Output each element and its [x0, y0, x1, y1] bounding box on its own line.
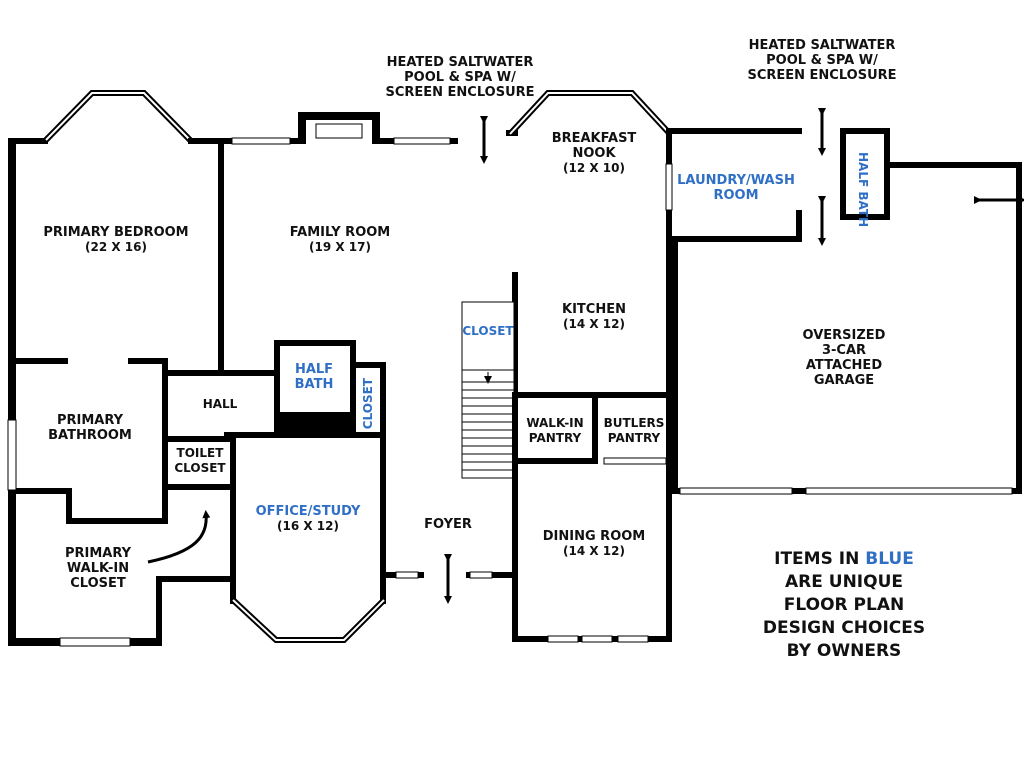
door-arrows — [444, 108, 1024, 604]
stair-treads — [462, 381, 514, 471]
half-bath-center-label: HALF BATH — [294, 362, 334, 392]
kitchen-label: KITCHEN (14 X 12) — [562, 302, 626, 331]
primary-bathroom-label: PRIMARY BATHROOM — [48, 413, 132, 443]
center-walls — [168, 340, 516, 643]
legend-line-2: ARE UNIQUE — [784, 572, 903, 592]
closet-center-label: CLOSET — [361, 378, 375, 430]
foyer-label: FOYER — [424, 517, 472, 532]
hall-label: HALL — [202, 397, 238, 411]
closet-stairs-label: CLOSET — [462, 324, 514, 338]
walk-in-pantry-label: WALK-IN PANTRY — [526, 416, 584, 445]
primary-suite-walls — [7, 90, 234, 647]
breakfast-nook-label: BREAKFAST NOOK (12 X 10) — [551, 131, 637, 175]
primary-walk-in-closet-label: PRIMARY WALK-IN CLOSET — [64, 546, 132, 591]
laundry-label: LAUNDRY/WASH ROOM — [677, 173, 795, 203]
laundry-walls — [665, 128, 1022, 495]
legend-line-1: ITEMS IN BLUE — [774, 549, 914, 569]
family-room-label: FAMILY ROOM (19 X 17) — [289, 225, 391, 254]
dining-room-label: DINING ROOM (14 X 12) — [542, 529, 646, 558]
family-room-walls — [220, 90, 673, 640]
butlers-pantry-label: BUTLERS PANTRY — [603, 416, 665, 445]
toilet-closet-label: TOILET CLOSET — [174, 446, 226, 475]
curved-arrow — [147, 510, 211, 564]
pantry-walls — [512, 392, 672, 643]
legend-line-4: DESIGN CHOICES — [762, 618, 926, 638]
office-label: OFFICE/STUDY (16 X 12) — [255, 504, 361, 533]
pool-label-left: HEATED SALTWATER POOL & SPA W/ SCREEN EN… — [385, 55, 535, 100]
legend-line-3: FLOOR PLAN — [783, 595, 905, 615]
legend-line-5: BY OWNERS — [786, 641, 902, 661]
primary-bedroom-label: PRIMARY BEDROOM (22 X 16) — [43, 225, 189, 254]
half-bath-garage-label: HALF BATH — [856, 152, 870, 228]
garage-label: OVERSIZED 3-CAR ATTACHED GARAGE — [802, 328, 886, 388]
pool-label-right: HEATED SALTWATER POOL & SPA W/ SCREEN EN… — [747, 38, 897, 83]
legend: ITEMS IN BLUE ARE UNIQUE FLOOR PLAN DESI… — [763, 548, 925, 663]
